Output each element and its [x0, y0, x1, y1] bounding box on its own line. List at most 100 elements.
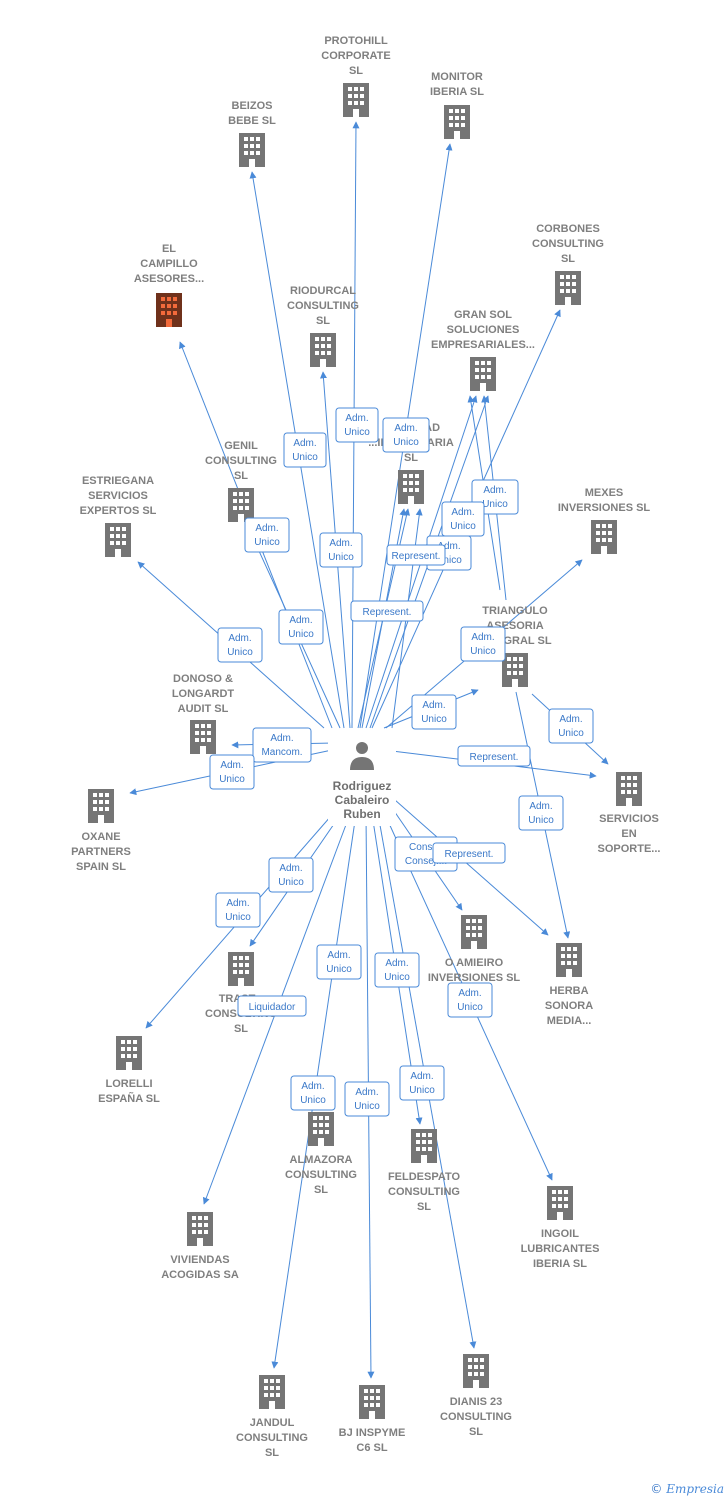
- company-label-line: SL: [265, 1447, 279, 1459]
- relation-badge[interactable]: Adm.Unico: [518, 795, 564, 831]
- relation-badge[interactable]: Adm.Unico: [209, 754, 255, 790]
- company-node-campillo[interactable]: ELCAMPILLOASESORES...: [134, 243, 204, 327]
- building-icon: [308, 1112, 334, 1146]
- relation-badge[interactable]: Adm. Unico: [399, 1065, 445, 1101]
- relation-badge[interactable]: Adm.Mancom.: [252, 727, 312, 763]
- relation-badge[interactable]: Adm.Unico: [441, 501, 485, 537]
- relation-badge[interactable]: Adm.Unico: [316, 944, 362, 980]
- relation-badge[interactable]: Adm.Unico: [215, 892, 261, 928]
- company-node-gransol[interactable]: GRAN SOLSOLUCIONESEMPRESARIALES...: [431, 309, 535, 391]
- building-icon: [310, 333, 336, 367]
- building-icon: [556, 943, 582, 977]
- relation-badge-box: [283, 432, 327, 468]
- relation-badge[interactable]: Adm.Unico: [374, 952, 420, 988]
- relation-text: Adm.: [394, 423, 417, 434]
- relation-badge[interactable]: Adm.Unico: [278, 609, 324, 645]
- relation-badge[interactable]: Adm.Unico: [344, 1081, 390, 1117]
- building-icon: [616, 772, 642, 806]
- company-label-line: CORBONES: [536, 223, 600, 235]
- company-node-servicios[interactable]: SERVICIOSENSOPORTE...: [598, 772, 661, 855]
- relation-text: Unico: [344, 427, 370, 438]
- relation-badge[interactable]: Adm.Unico: [283, 432, 327, 468]
- relation-badge[interactable]: Adm.Unico: [548, 708, 594, 744]
- company-label-line: EMPRESARIALES...: [431, 339, 535, 351]
- relation-badge-box: [215, 892, 261, 928]
- relation-badge[interactable]: Adm.Unico: [244, 517, 290, 553]
- relation-badge[interactable]: Adm.Unico: [319, 532, 363, 568]
- relation-badge[interactable]: Represent.: [386, 544, 446, 566]
- relation-badge[interactable]: Represent.: [457, 745, 531, 767]
- relation-badge[interactable]: Adm. Unico: [335, 407, 379, 443]
- company-label-line: CONSULTING: [287, 300, 359, 312]
- relation-text: Unico: [409, 1085, 435, 1096]
- company-label-line: MONITOR: [431, 71, 483, 83]
- relation-badge[interactable]: Adm.Unico: [411, 694, 457, 730]
- company-label-line: EN: [621, 828, 636, 840]
- building-icon: [259, 1375, 285, 1409]
- relation-badge[interactable]: Adm.Unico: [217, 627, 263, 663]
- relation-badge[interactable]: Adm.Unico: [460, 626, 506, 662]
- relation-text: Adm.: [226, 898, 249, 909]
- relation-text: Unico: [354, 1101, 380, 1112]
- relation-text: Adm.: [270, 733, 293, 744]
- company-label-line: SL: [349, 65, 363, 77]
- company-label-line: ASESORES...: [134, 273, 204, 285]
- company-label-line: ESTRIEGANA: [82, 475, 154, 487]
- relation-text: Unico: [482, 499, 508, 510]
- relation-badge-box: [278, 609, 324, 645]
- relation-badge[interactable]: Liquidador: [237, 995, 307, 1017]
- footer-brand[interactable]: © Empresia: [650, 1482, 724, 1496]
- relation-text: Represent.: [470, 752, 519, 763]
- relation-badge[interactable]: Adm.Unico: [268, 857, 314, 893]
- relation-badge[interactable]: Adm.Unico: [382, 417, 430, 453]
- relation-badge[interactable]: Adm.Unico: [447, 982, 493, 1018]
- relation-badge-box: [382, 417, 430, 453]
- building-icon: [88, 789, 114, 823]
- relation-text: Unico: [292, 452, 318, 463]
- relation-text: Adm.: [410, 1071, 433, 1082]
- relation-badge[interactable]: Represent.: [432, 842, 506, 864]
- relation-text: Adm.: [301, 1081, 324, 1092]
- relation-text: Represent.: [392, 551, 441, 562]
- relation-badge-box: [209, 754, 255, 790]
- relation-text: Adm.: [289, 615, 312, 626]
- relation-text: Adm.: [345, 413, 368, 424]
- relation-text: Represent.: [363, 607, 412, 618]
- copyright-symbol: ©: [650, 1482, 663, 1496]
- relation-badge-box: [316, 944, 362, 980]
- company-node-herba[interactable]: HERBASONORAMEDIA...: [545, 943, 593, 1027]
- relation-text: Unico: [421, 714, 447, 725]
- company-label-line: FELDESPATO: [388, 1171, 461, 1183]
- relation-text: Unico: [328, 552, 354, 563]
- relation-text: Adm.: [385, 958, 408, 969]
- company-label-line: CONSULTING: [388, 1186, 460, 1198]
- relation-text: Adm.: [327, 950, 350, 961]
- relation-text: Unico: [558, 728, 584, 739]
- relation-badge[interactable]: Adm.Unico: [290, 1075, 336, 1111]
- relation-badge-box: [217, 627, 263, 663]
- company-label-line: RIODURCAL: [290, 285, 356, 297]
- relation-text: Unico: [278, 877, 304, 888]
- relation-badge[interactable]: Represent.: [350, 600, 424, 622]
